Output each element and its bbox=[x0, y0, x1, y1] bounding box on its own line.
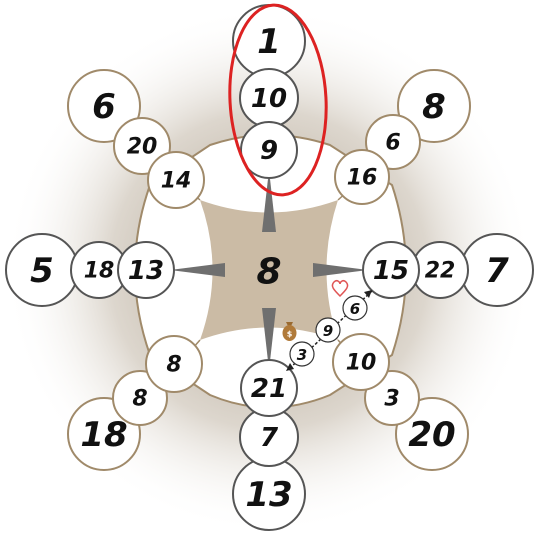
arm-top-left[interactable]: 6 20 14 bbox=[67, 69, 205, 209]
step-circle-2[interactable] bbox=[315, 317, 341, 343]
arrow-head-top-icon bbox=[364, 290, 372, 298]
cell-top-inner-value: 9 bbox=[260, 136, 278, 166]
cell-bottom-outer-value: 13 bbox=[245, 475, 292, 515]
cell-bottom-inner[interactable] bbox=[240, 359, 298, 417]
cell-top-left-outer[interactable] bbox=[67, 69, 141, 143]
cell-left-inner-value: 13 bbox=[128, 256, 164, 286]
cell-left-middle-value: 18 bbox=[84, 259, 115, 284]
cell-left-outer-value: 5 bbox=[30, 251, 54, 291]
move-path: 6 9 3 bbox=[286, 290, 373, 371]
cell-right-inner-value: 15 bbox=[373, 256, 409, 286]
svg-text:$: $ bbox=[287, 330, 293, 339]
cell-bottom-right-inner-value: 10 bbox=[346, 351, 377, 376]
cell-bottom-left-middle-value: 8 bbox=[132, 387, 147, 412]
cell-bottom-right-outer-value: 20 bbox=[408, 415, 455, 455]
arm-bottom-left[interactable]: 18 8 8 bbox=[67, 335, 203, 471]
spike-top bbox=[262, 170, 276, 232]
arm-left[interactable]: 5 18 13 bbox=[5, 233, 175, 307]
cell-top-left-inner[interactable] bbox=[147, 151, 205, 209]
cell-top-right-outer-value: 8 bbox=[422, 87, 446, 127]
spike-bottom bbox=[262, 308, 276, 370]
cell-bottom-left-inner[interactable] bbox=[145, 335, 203, 393]
cell-bottom-right-outer[interactable] bbox=[395, 397, 469, 471]
center-value: 8 bbox=[256, 252, 281, 293]
cell-right-outer-value: 7 bbox=[485, 251, 509, 291]
cell-right-inner[interactable] bbox=[362, 241, 420, 299]
step-value-1: 6 bbox=[350, 300, 360, 318]
cell-right-middle-value: 22 bbox=[425, 259, 456, 284]
cell-left-inner[interactable] bbox=[117, 241, 175, 299]
step-circle-3[interactable] bbox=[289, 341, 315, 367]
cell-top-inner[interactable] bbox=[240, 121, 298, 179]
cell-top-outer-value: 1 bbox=[257, 22, 281, 62]
step-value-2: 9 bbox=[323, 322, 333, 340]
cell-top-right-inner-value: 16 bbox=[347, 166, 378, 191]
step-circle-1[interactable] bbox=[342, 295, 368, 321]
arm-top-right[interactable]: 8 6 16 bbox=[334, 69, 471, 205]
spike-right bbox=[313, 263, 368, 277]
cell-bottom-right-middle-value: 3 bbox=[384, 387, 399, 412]
arrow-head-bottom-icon bbox=[286, 363, 294, 371]
cell-top-left-outer-value: 6 bbox=[92, 87, 116, 127]
center-star bbox=[200, 200, 338, 340]
arm-bottom[interactable]: 13 7 21 bbox=[232, 359, 306, 531]
arm-bottom-right[interactable]: 20 3 10 bbox=[332, 333, 469, 471]
cell-bottom-middle-value: 7 bbox=[260, 423, 279, 453]
arm-right[interactable]: 7 22 15 bbox=[362, 233, 534, 307]
cell-bottom-inner-value: 21 bbox=[251, 374, 287, 404]
cell-bottom-right-inner[interactable] bbox=[332, 333, 390, 391]
cell-top-left-inner-value: 14 bbox=[161, 169, 192, 194]
cell-top-left-middle-value: 20 bbox=[127, 135, 158, 160]
cell-top-middle-value: 10 bbox=[251, 84, 287, 114]
step-value-3: 3 bbox=[297, 346, 307, 364]
cell-top-right-middle-value: 6 bbox=[385, 131, 400, 156]
heart-icon bbox=[331, 280, 349, 298]
cell-bottom-left-outer-value: 18 bbox=[80, 415, 127, 455]
cell-top-right-outer[interactable] bbox=[397, 69, 471, 143]
spike-left bbox=[170, 263, 225, 277]
highlight-ellipse bbox=[228, 3, 328, 197]
cell-top-right-inner[interactable] bbox=[334, 149, 390, 205]
cell-bottom-left-inner-value: 8 bbox=[166, 353, 181, 378]
arm-top[interactable]: 1 10 9 bbox=[232, 4, 306, 179]
money-bag-icon: $ bbox=[282, 322, 297, 341]
